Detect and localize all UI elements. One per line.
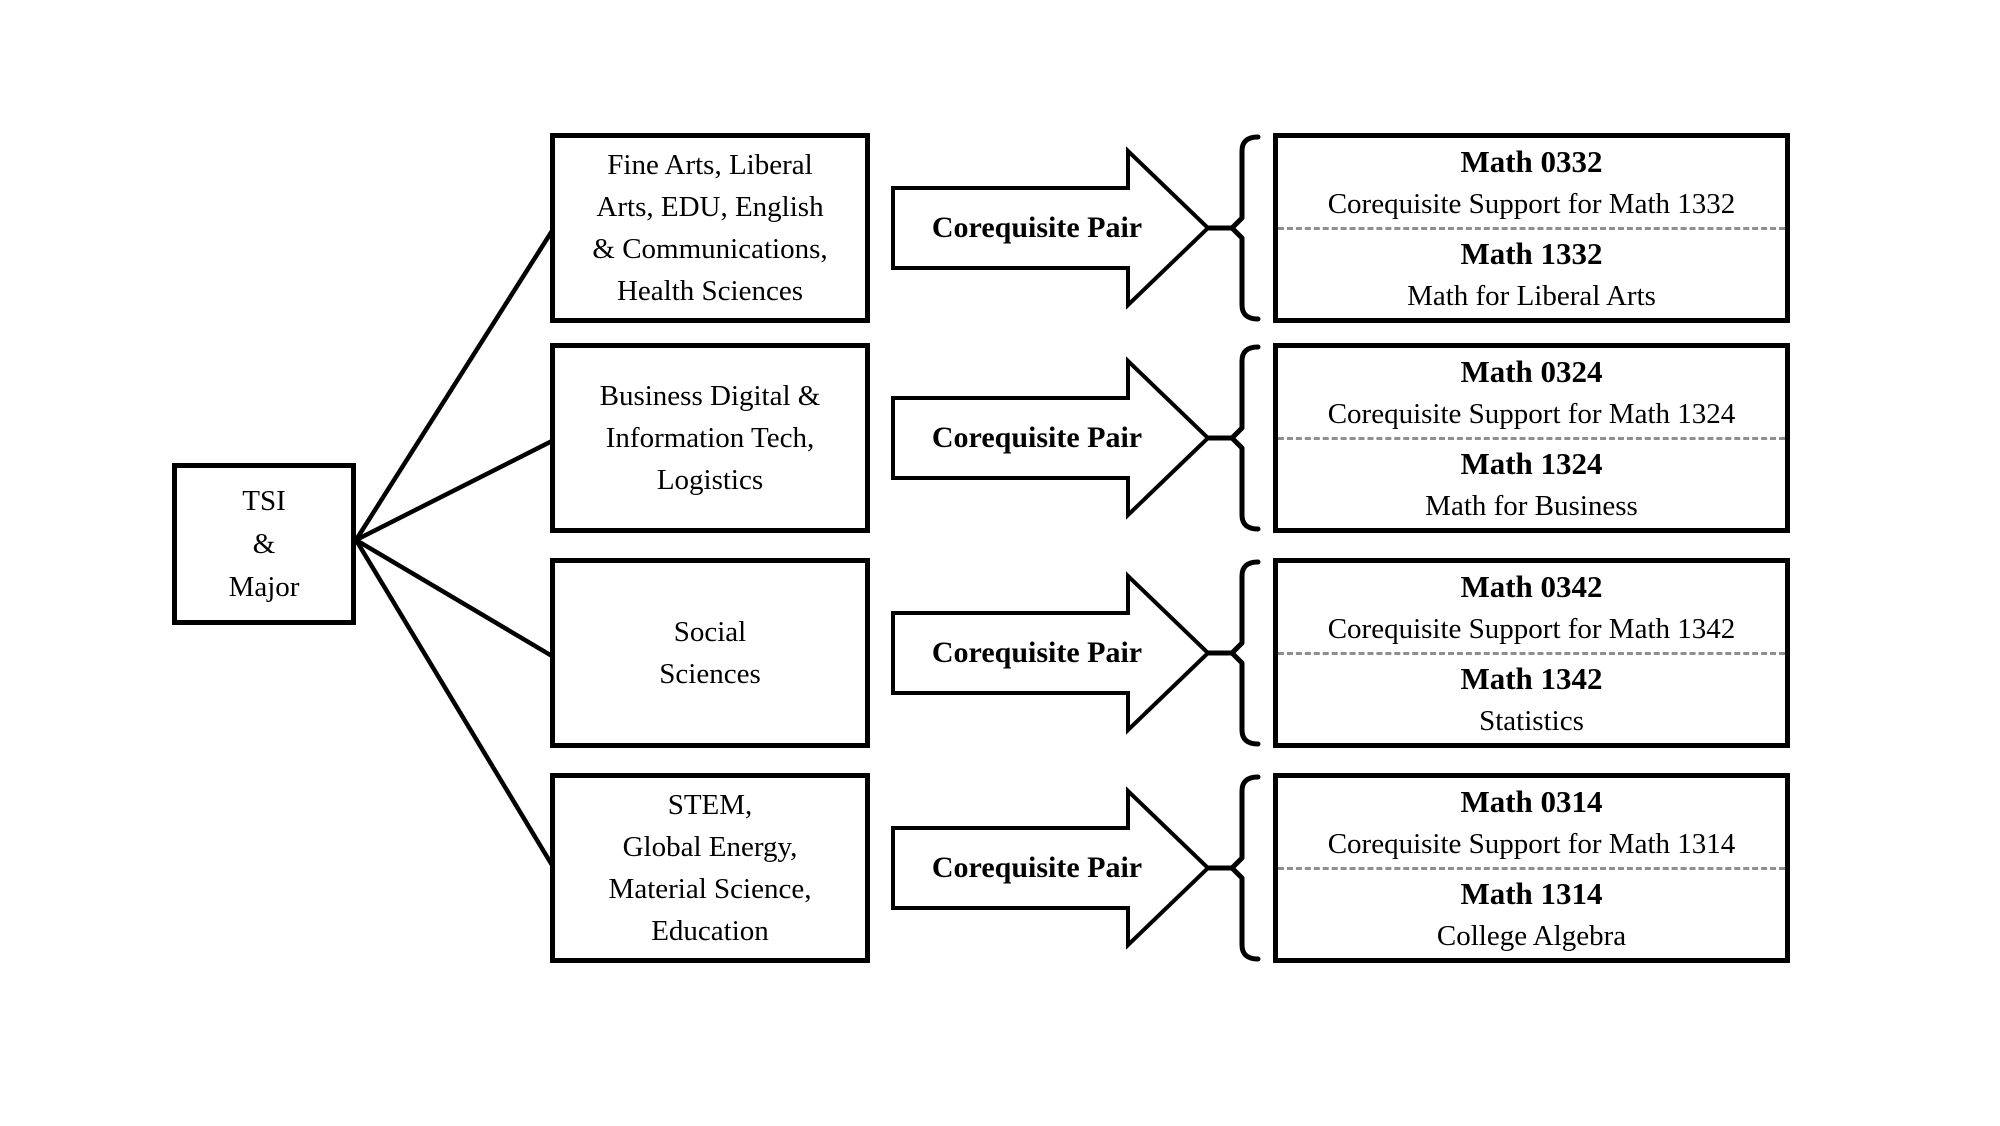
support-course-section: Math 0342 Corequisite Support for Math 1… <box>1278 563 1785 652</box>
course-pair-box-1324: Math 0324 Corequisite Support for Math 1… <box>1273 343 1790 533</box>
pair-brackets <box>1229 134 1261 962</box>
pair-bracket-icon <box>1229 774 1261 962</box>
arrow-label: Corequisite Pair <box>931 421 1143 454</box>
category-line: Arts, EDU, English <box>596 191 824 223</box>
support-course-section: Math 0324 Corequisite Support for Math 1… <box>1278 348 1785 437</box>
category-box-stem: STEM, Global Energy, Material Science, E… <box>550 773 870 963</box>
category-text: STEM, Global Energy, Material Science, E… <box>609 784 812 952</box>
arrow-label: Corequisite Pair <box>931 211 1143 244</box>
category-line: Health Sciences <box>616 275 803 307</box>
support-course-code: Math 0342 <box>1460 569 1603 605</box>
course-pair-box-1332: Math 0332 Corequisite Support for Math 1… <box>1273 133 1790 323</box>
college-course-code: Math 1332 <box>1460 235 1603 271</box>
support-course-title: Corequisite Support for Math 1324 <box>1327 398 1736 431</box>
connector-lines <box>354 229 554 867</box>
category-line: Education <box>651 915 769 947</box>
support-course-code: Math 0314 <box>1460 784 1603 820</box>
college-course-title: Statistics <box>1479 704 1584 737</box>
arrow-label: Corequisite Pair <box>931 636 1143 669</box>
block-arrow-icon <box>891 146 1211 310</box>
category-line: & Communications, <box>592 233 828 265</box>
block-arrow-icon <box>891 571 1211 735</box>
pair-bracket-icon <box>1229 344 1261 532</box>
college-course-section: Math 1314 College Algebra <box>1278 870 1785 959</box>
college-course-code: Math 1314 <box>1460 875 1603 911</box>
connector-line <box>354 229 554 542</box>
support-course-section: Math 0314 Corequisite Support for Math 1… <box>1278 778 1785 867</box>
college-course-section: Math 1342 Statistics <box>1278 655 1785 744</box>
college-course-section: Math 1324 Math for Business <box>1278 440 1785 529</box>
category-line: STEM, <box>667 789 753 821</box>
pair-bracket-icon <box>1229 559 1261 747</box>
category-line: Logistics <box>656 464 764 496</box>
college-course-code: Math 1342 <box>1460 660 1603 696</box>
category-line: Sciences <box>659 658 761 690</box>
arrow-label: Corequisite Pair <box>931 851 1143 884</box>
support-course-code: Math 0332 <box>1460 144 1603 180</box>
category-line: Social <box>673 616 747 648</box>
support-course-title: Corequisite Support for Math 1332 <box>1327 188 1736 221</box>
connector-line <box>354 438 554 543</box>
tsi-line: TSI <box>242 484 286 517</box>
category-line: Fine Arts, Liberal <box>607 149 813 181</box>
corequisite-arrows <box>891 146 1211 950</box>
connector-line <box>354 538 554 658</box>
block-arrow-icon <box>891 356 1211 520</box>
pair-divider <box>1278 651 1785 655</box>
category-box-social-sciences: Social Sciences <box>550 558 870 748</box>
support-course-title: Corequisite Support for Math 1314 <box>1327 828 1736 861</box>
category-line: Global Energy, <box>622 831 798 863</box>
tsi-major-box: TSI & Major <box>172 463 356 625</box>
pair-divider <box>1278 436 1785 440</box>
tsi-line: & <box>252 527 276 560</box>
support-course-code: Math 0324 <box>1460 354 1603 390</box>
support-course-title: Corequisite Support for Math 1342 <box>1327 613 1736 646</box>
pair-divider <box>1278 866 1785 870</box>
category-box-business: Business Digital & Information Tech, Log… <box>550 343 870 533</box>
category-box-fine-arts: Fine Arts, Liberal Arts, EDU, English & … <box>550 133 870 323</box>
college-course-section: Math 1332 Math for Liberal Arts <box>1278 230 1785 319</box>
connector-line <box>354 538 554 867</box>
course-pair-box-1314: Math 0314 Corequisite Support for Math 1… <box>1273 773 1790 963</box>
college-course-title: Math for Liberal Arts <box>1407 279 1656 312</box>
college-course-title: College Algebra <box>1436 919 1627 952</box>
category-line: Material Science, <box>608 873 812 905</box>
college-course-title: Math for Business <box>1425 489 1638 522</box>
category-text: Business Digital & Information Tech, Log… <box>600 375 821 501</box>
arrow-stubs <box>1206 225 1233 871</box>
pair-bracket-icon <box>1229 134 1261 322</box>
category-line: Information Tech, <box>605 422 815 454</box>
support-course-section: Math 0332 Corequisite Support for Math 1… <box>1278 138 1785 227</box>
block-arrow-icon <box>891 786 1211 950</box>
category-line: Business Digital & <box>599 380 821 412</box>
pair-divider <box>1278 226 1785 230</box>
tsi-line: Major <box>228 570 300 603</box>
category-text: Social Sciences <box>659 611 760 695</box>
college-course-code: Math 1324 <box>1460 445 1603 481</box>
category-text: Fine Arts, Liberal Arts, EDU, English & … <box>592 144 827 312</box>
course-pair-box-1342: Math 0342 Corequisite Support for Math 1… <box>1273 558 1790 748</box>
